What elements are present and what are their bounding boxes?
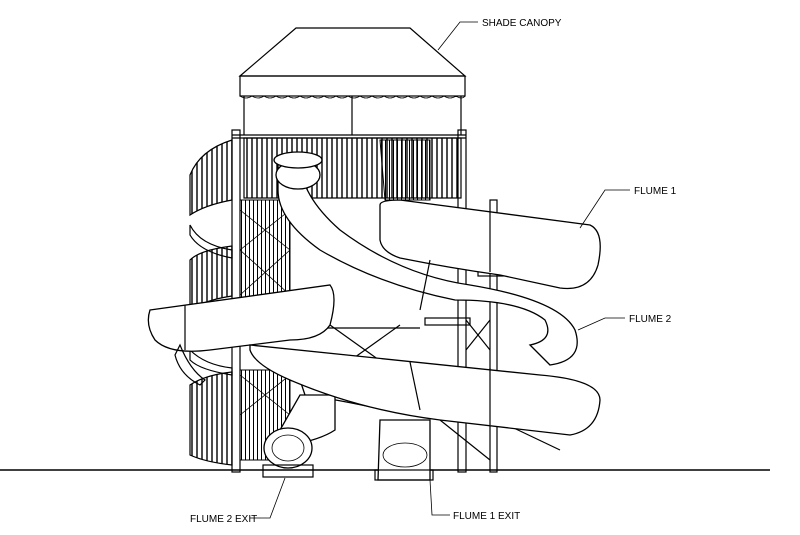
label-flume-2-exit: FLUME 2 EXIT — [190, 514, 257, 525]
flume-1-lower — [249, 344, 601, 481]
callout-flume-2: FLUME 2 — [577, 314, 672, 331]
label-shade-canopy: SHADE CANOPY — [482, 18, 562, 29]
callout-shade-canopy: SHADE CANOPY — [437, 18, 562, 51]
spiral-stair-left — [189, 139, 233, 466]
flume-2-left-trough — [147, 284, 335, 386]
flume-1-trough — [379, 139, 601, 311]
top-deck-railing — [232, 134, 466, 199]
callout-flume-1: FLUME 1 — [579, 186, 677, 229]
callout-flume-1-exit: FLUME 1 EXIT — [429, 479, 520, 522]
callout-flume-2-exit: FLUME 2 EXIT — [190, 477, 286, 525]
stair-lattice — [239, 199, 291, 461]
label-flume-1: FLUME 1 — [634, 186, 677, 197]
tower-columns — [231, 129, 498, 473]
shade-canopy — [238, 27, 467, 135]
label-flume-1-exit: FLUME 1 EXIT — [453, 511, 520, 522]
label-flume-2: FLUME 2 — [629, 314, 672, 325]
